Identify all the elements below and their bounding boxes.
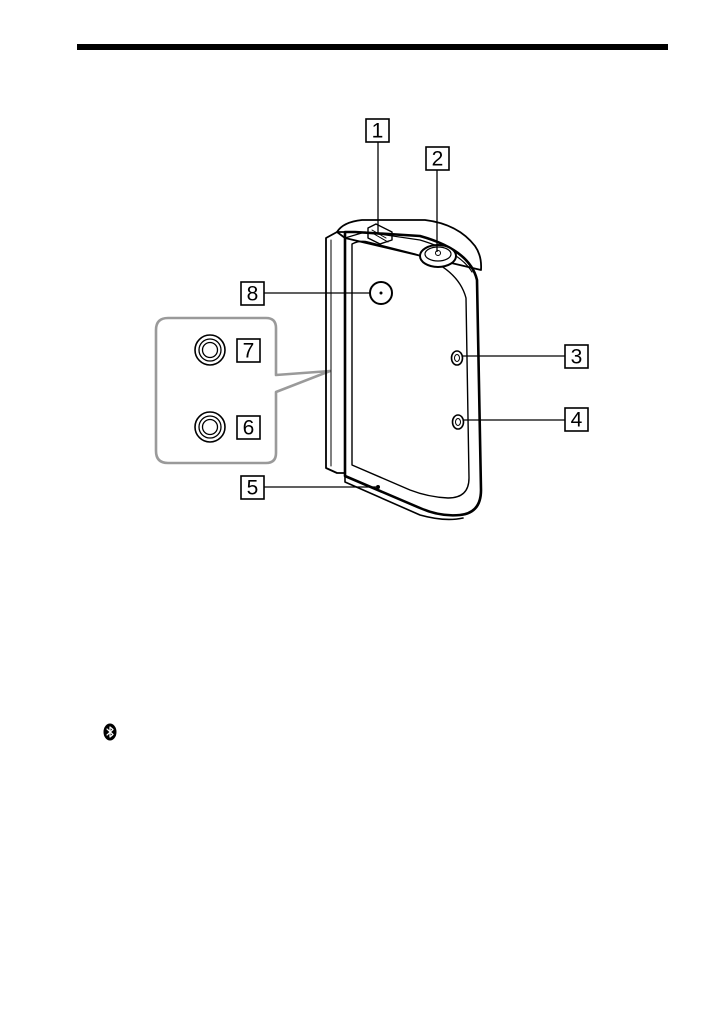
front-button-icon	[370, 282, 392, 304]
svg-text:5: 5	[247, 477, 259, 500]
bluetooth-icon	[101, 723, 119, 741]
callout-6: 6	[237, 416, 260, 440]
power-button-icon	[420, 245, 456, 267]
svg-text:8: 8	[247, 283, 259, 306]
svg-text:1: 1	[372, 120, 384, 143]
svg-text:6: 6	[243, 417, 255, 440]
side-port-3-icon	[452, 351, 463, 365]
side-port-4-icon	[453, 415, 464, 429]
callout-8: 8	[241, 282, 264, 306]
bottom-indicator-icon	[376, 485, 380, 489]
callout-1: 1	[366, 119, 389, 143]
callout-3: 3	[565, 345, 588, 369]
jack-6-icon	[195, 412, 225, 442]
svg-text:3: 3	[571, 346, 583, 369]
svg-text:2: 2	[432, 148, 444, 171]
svg-text:7: 7	[243, 340, 255, 363]
callout-4: 4	[565, 408, 588, 432]
svg-text:4: 4	[571, 409, 583, 432]
callout-7: 7	[237, 339, 260, 363]
callout-5: 5	[241, 476, 264, 500]
device-body	[326, 220, 481, 519]
jack-7-icon	[195, 335, 225, 365]
callout-2: 2	[426, 147, 449, 171]
